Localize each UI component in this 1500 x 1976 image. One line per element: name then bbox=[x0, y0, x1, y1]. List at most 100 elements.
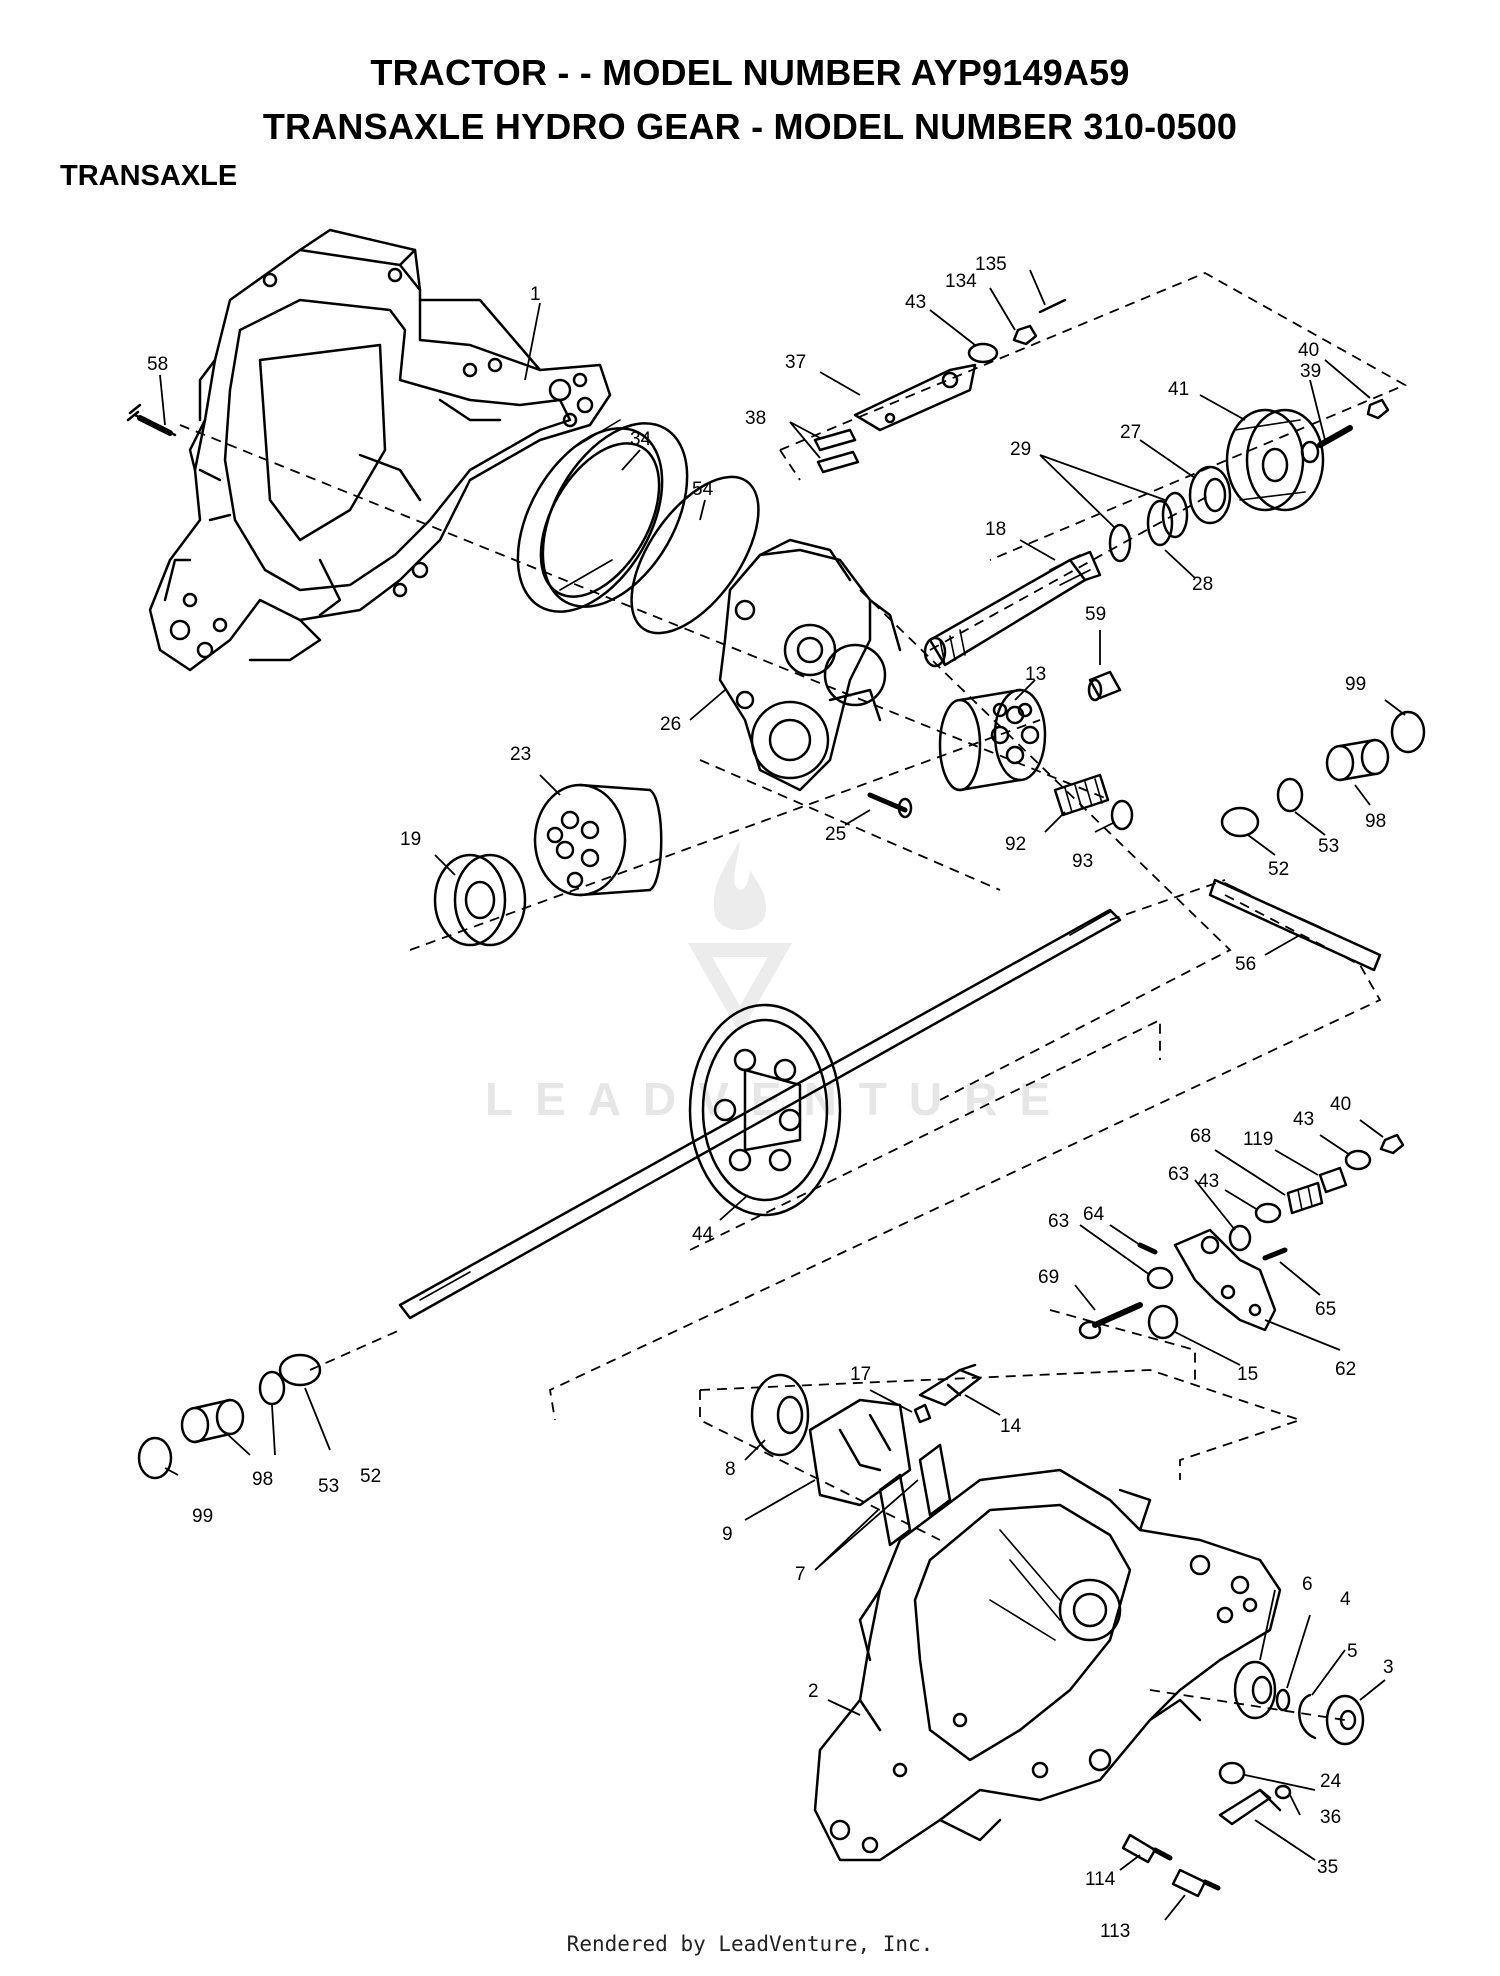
housing-left-half bbox=[148, 228, 612, 672]
retaining-ring-29b bbox=[1161, 491, 1189, 539]
pin-64 bbox=[1137, 1242, 1158, 1255]
bolt-65 bbox=[1262, 1247, 1288, 1261]
retaining-ring-29a bbox=[1108, 523, 1132, 563]
callout-41: 41 bbox=[1168, 379, 1189, 400]
retaining-ring-5 bbox=[1298, 1693, 1317, 1740]
leader-68 bbox=[1214, 1149, 1286, 1196]
callout-114: 114 bbox=[1085, 1869, 1116, 1890]
dash-axle-lower bbox=[309, 1329, 401, 1371]
fitting-113 bbox=[1171, 1868, 1221, 1898]
callout-2: 2 bbox=[808, 1681, 819, 1702]
leader-3 bbox=[1359, 1679, 1386, 1701]
leader-113 bbox=[1164, 1894, 1186, 1921]
bolt-69 bbox=[1078, 1302, 1143, 1340]
leader-54 bbox=[699, 499, 706, 521]
control-arm-62 bbox=[1173, 1228, 1277, 1332]
callout-53: 53 bbox=[318, 1476, 339, 1497]
leader-29 bbox=[1039, 454, 1166, 529]
leader-8 bbox=[744, 1439, 766, 1461]
callout-9: 9 bbox=[722, 1524, 733, 1545]
callout-99: 99 bbox=[1345, 674, 1366, 695]
leader-13 bbox=[1014, 679, 1036, 701]
axle-56 bbox=[1208, 878, 1382, 972]
leader-98b bbox=[224, 1431, 251, 1456]
callout-38: 38 bbox=[745, 408, 766, 429]
leader-39 bbox=[1309, 379, 1326, 441]
leader-38 bbox=[789, 421, 821, 459]
callout-36: 36 bbox=[1320, 1807, 1341, 1828]
leader-56 bbox=[1264, 934, 1301, 956]
bolt-58 bbox=[126, 403, 177, 437]
cylinder-block-23 bbox=[533, 783, 663, 897]
seal-34 bbox=[516, 419, 689, 613]
nut-40a bbox=[1366, 398, 1390, 420]
nut-40b bbox=[1379, 1133, 1405, 1155]
callout-8: 8 bbox=[725, 1459, 736, 1480]
callout-92: 92 bbox=[1005, 834, 1026, 855]
callout-15: 15 bbox=[1237, 1364, 1258, 1385]
callout-44: 44 bbox=[692, 1224, 714, 1245]
dash-box-controlbox bbox=[699, 1390, 941, 1541]
leader-134 bbox=[989, 287, 1016, 331]
callout-5: 5 bbox=[1347, 1641, 1358, 1662]
leader-98a bbox=[1354, 784, 1371, 806]
leader-44 bbox=[719, 1194, 749, 1221]
dash-axle-right bbox=[1109, 879, 1226, 921]
callout-56: 56 bbox=[1235, 954, 1256, 975]
leader-1 bbox=[524, 302, 541, 381]
leader-135 bbox=[1029, 269, 1046, 306]
callout-43: 43 bbox=[1198, 1171, 1219, 1192]
leader-43a bbox=[929, 309, 976, 346]
callout-43: 43 bbox=[1293, 1109, 1314, 1130]
leader-36 bbox=[1289, 1794, 1301, 1816]
leader-58 bbox=[159, 374, 166, 426]
o-ring-54 bbox=[630, 475, 760, 635]
pin-59 bbox=[1087, 670, 1122, 702]
input-shaft-18 bbox=[923, 550, 1102, 668]
leader-27 bbox=[1139, 439, 1196, 479]
dash-axis-main bbox=[179, 424, 1111, 801]
leader-37 bbox=[819, 371, 861, 396]
seal-53b bbox=[258, 1370, 286, 1406]
callout-3: 3 bbox=[1383, 1657, 1394, 1678]
callout-59: 59 bbox=[1085, 604, 1106, 625]
leader-93 bbox=[1094, 821, 1116, 833]
leader-43c bbox=[1224, 1189, 1259, 1211]
spring-68 bbox=[1286, 1181, 1324, 1215]
leader-9 bbox=[744, 1479, 816, 1521]
leader-99b bbox=[164, 1467, 179, 1476]
callout-34: 34 bbox=[630, 429, 652, 450]
callout-62: 62 bbox=[1335, 1359, 1356, 1380]
callout-58: 58 bbox=[147, 354, 168, 375]
leader-63a bbox=[1194, 1179, 1236, 1231]
fitting-114 bbox=[1121, 1833, 1173, 1864]
seal-53a bbox=[1276, 777, 1304, 813]
callout-14: 14 bbox=[1000, 1416, 1022, 1437]
bearing-6 bbox=[1233, 1660, 1277, 1720]
bolt-25 bbox=[867, 792, 913, 819]
leader-40a bbox=[1324, 359, 1371, 399]
leader-119 bbox=[1274, 1149, 1319, 1176]
key-17 bbox=[913, 1403, 932, 1424]
callout-24: 24 bbox=[1320, 1771, 1342, 1792]
callout-39: 39 bbox=[1300, 361, 1321, 382]
diagram-title-line-2: TRANSAXLE HYDRO GEAR - MODEL NUMBER 310-… bbox=[262, 106, 1238, 147]
callout-40: 40 bbox=[1298, 340, 1319, 361]
washer-43a bbox=[967, 342, 999, 364]
callout-64: 64 bbox=[1083, 1204, 1105, 1225]
leader-69 bbox=[1074, 1284, 1096, 1311]
leader-114 bbox=[1119, 1854, 1141, 1871]
washer-4 bbox=[1275, 1688, 1291, 1712]
cylinder-block-13 bbox=[938, 688, 1047, 792]
leader-4 bbox=[1286, 1614, 1311, 1689]
leader-25 bbox=[844, 809, 871, 826]
callout-28: 28 bbox=[1192, 574, 1213, 595]
leader-19 bbox=[434, 854, 456, 876]
housing-right-half bbox=[813, 1468, 1282, 1862]
leader-41 bbox=[1199, 394, 1246, 421]
bearing-27 bbox=[1188, 465, 1232, 525]
callout-93: 93 bbox=[1072, 851, 1093, 872]
leader-34 bbox=[621, 449, 641, 471]
callout-37: 37 bbox=[785, 352, 806, 373]
leader-6 bbox=[1259, 1589, 1276, 1661]
